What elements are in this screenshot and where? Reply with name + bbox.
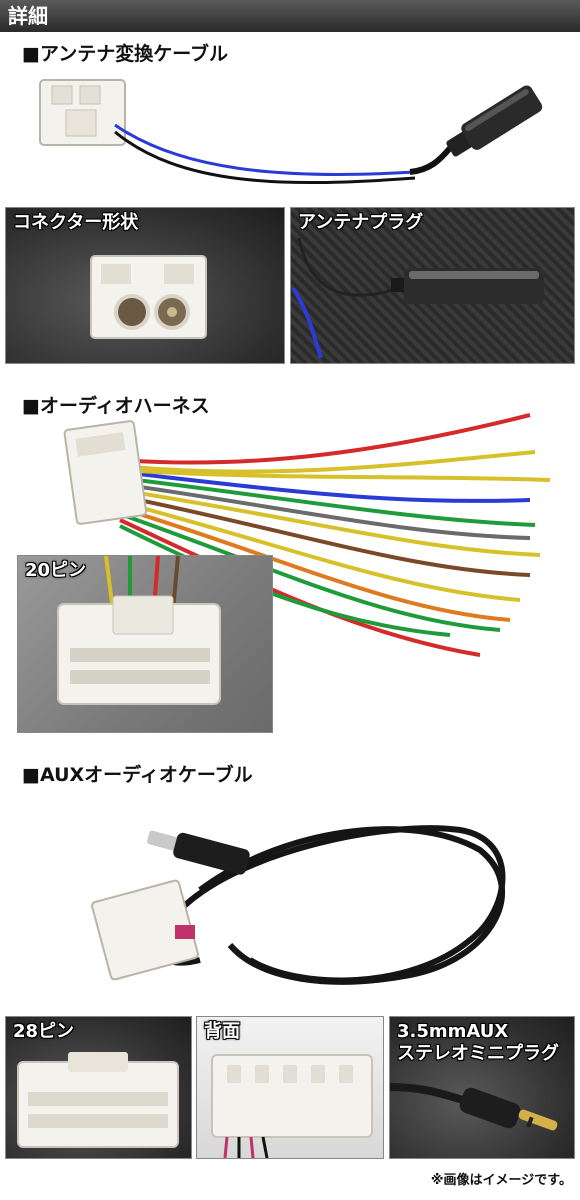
section-title-antenna: ■アンテナ変換ケーブル xyxy=(22,43,229,65)
20pin-photo: 20ピン xyxy=(17,555,273,733)
connector-shape-photo: コネクター形状 xyxy=(5,207,285,364)
aux-plug-label: 3.5mmAUX ステレオミニプラグ xyxy=(397,1021,559,1064)
blue-wire xyxy=(114,123,416,176)
antenna-cable-image xyxy=(39,79,543,185)
black-wire xyxy=(114,130,416,185)
audio-harness-image xyxy=(63,413,551,657)
image-disclaimer: ※画像はイメージです。 xyxy=(430,1173,572,1188)
back-photo: 背面 xyxy=(196,1016,384,1159)
section-title-aux: ■AUXオーディオケーブル xyxy=(22,764,253,786)
antenna-plug-photo: アンテナプラグ xyxy=(290,207,575,364)
28pin-photo: 28ピン xyxy=(5,1016,192,1159)
header-bar xyxy=(0,0,580,32)
20pin-label: 20ピン xyxy=(25,560,87,581)
antenna-plug-label: アンテナプラグ xyxy=(298,212,424,233)
aux-cable-image xyxy=(91,825,506,985)
back-label: 背面 xyxy=(204,1021,240,1042)
antenna-plug xyxy=(446,85,543,157)
section-title-audio: ■オーディオハーネス xyxy=(22,395,210,417)
28pin-label: 28ピン xyxy=(13,1021,75,1042)
aux-plug-photo: 3.5mmAUX ステレオミニプラグ xyxy=(389,1016,575,1159)
connector-shape-label: コネクター形状 xyxy=(13,212,139,233)
header-title: 詳細 xyxy=(8,4,48,28)
